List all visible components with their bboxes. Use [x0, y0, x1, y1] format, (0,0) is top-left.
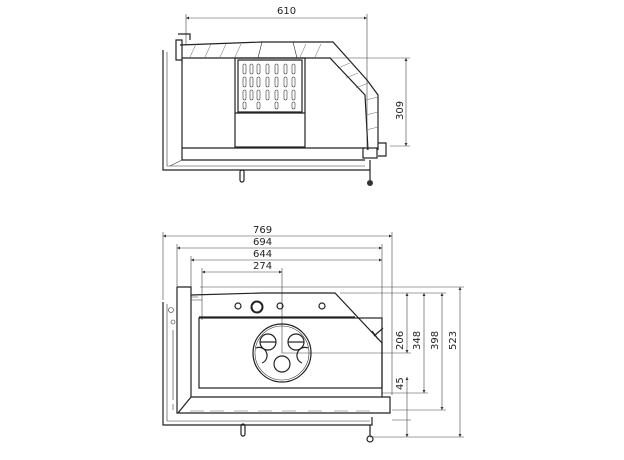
stove-top-outline — [162, 33, 387, 186]
stove-front-outline — [162, 286, 391, 443]
dimension-label: 309 — [395, 101, 406, 120]
dimension-274: 274 — [253, 261, 272, 272]
dimension-206: 206 — [395, 331, 406, 350]
dimension-694: 694 — [253, 237, 272, 248]
dimension-610: 610 — [185, 6, 368, 150]
dimension-label: 610 — [277, 6, 296, 17]
dimension-523: 523 — [448, 331, 459, 350]
dimension-769: 769 — [253, 225, 272, 236]
dimension-398: 398 — [430, 331, 441, 350]
dimension-309: 309 — [330, 57, 410, 147]
dimension-348: 348 — [412, 331, 423, 350]
front-view: 769 694 644 274 206 348 398 523 45 — [162, 225, 464, 443]
dimension-644: 644 — [253, 249, 272, 260]
dimension-45: 45 — [395, 377, 406, 390]
top-view: 610 309 — [162, 6, 410, 186]
